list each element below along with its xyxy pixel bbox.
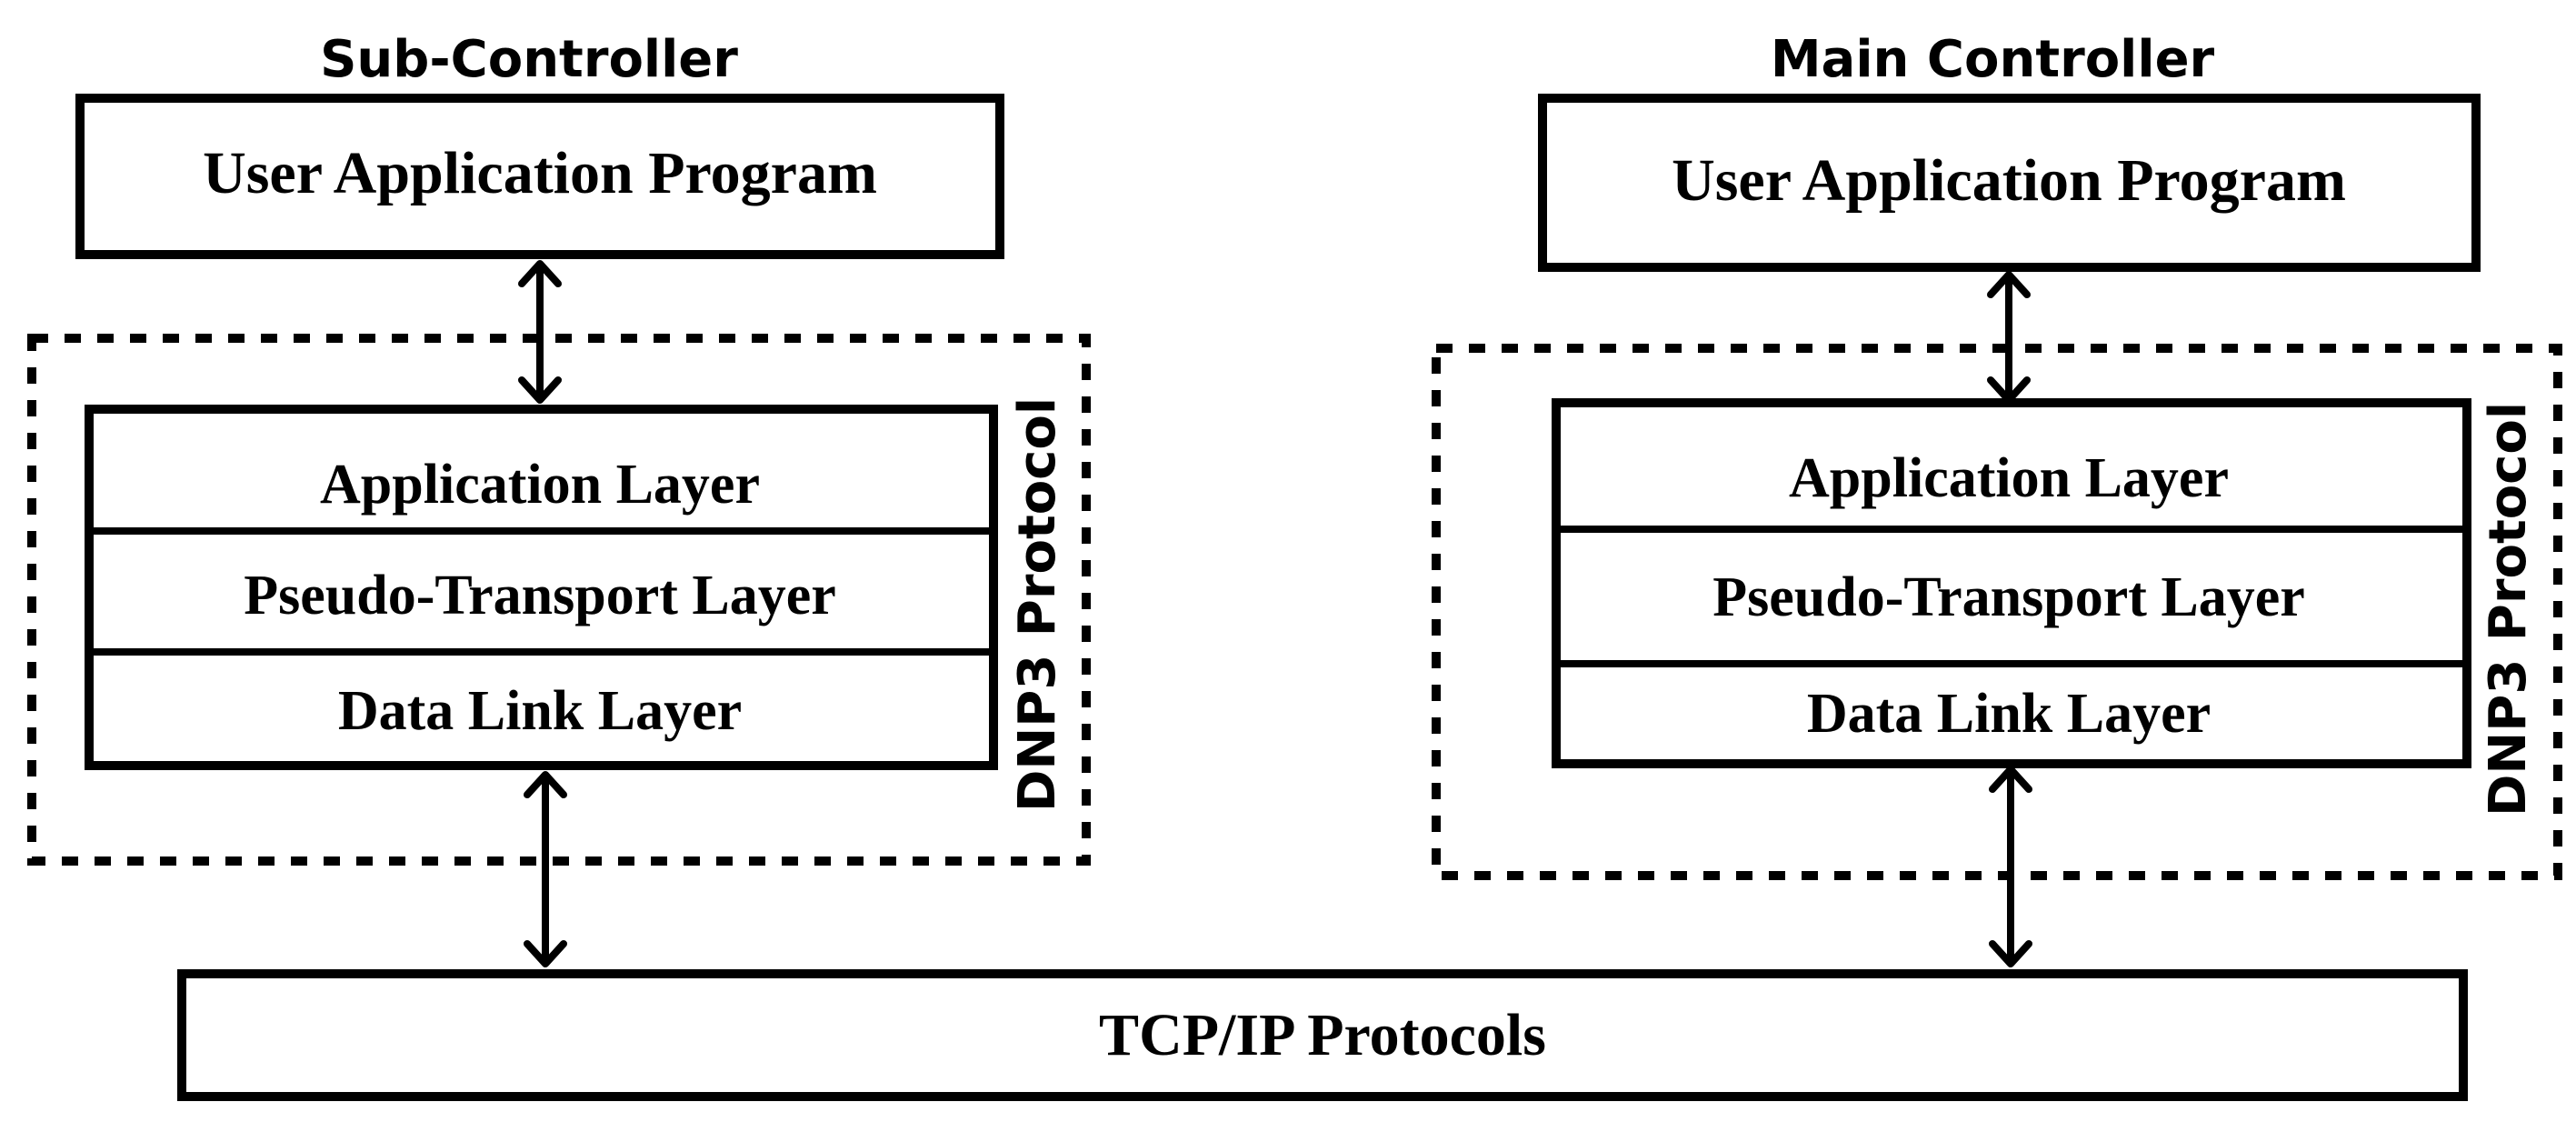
main-controller-user-app-label: User Application Program: [1672, 147, 2346, 214]
sub-controller-title: Sub-Controller: [320, 30, 738, 89]
main-controller-application-layer: Application Layer: [1789, 447, 2229, 509]
main-controller-dnp3-boundary: [1432, 344, 2562, 880]
sub-controller-dnp3-label: DNP3 Protocol: [1008, 397, 1067, 812]
sub-controller-upper-arrow: [518, 260, 562, 404]
main-controller-group: Main Controller User Application Program…: [1432, 30, 2562, 967]
sub-controller-user-app-label: User Application Program: [203, 140, 877, 206]
main-controller-user-app-box: [1538, 94, 2481, 272]
sub-controller-group: Sub-Controller User Application Program …: [27, 30, 1091, 967]
sub-controller-data-link-layer: Data Link Layer: [338, 680, 742, 742]
main-controller-pseudo-transport-layer: Pseudo-Transport Layer: [1712, 566, 2305, 628]
sub-controller-layer-stack: [85, 405, 998, 770]
main-controller-layer-stack: [1552, 398, 2471, 768]
sub-controller-user-app-box: [75, 94, 1004, 259]
sub-controller-application-layer: Application Layer: [320, 454, 760, 516]
main-controller-title: Main Controller: [1771, 30, 2215, 89]
sub-controller-lower-arrow: [524, 771, 567, 967]
tcp-ip-protocols-label: TCP/IP Protocols: [1099, 1002, 1546, 1068]
main-controller-lower-arrow: [1989, 766, 2032, 967]
sub-controller-dnp3-boundary: [27, 334, 1091, 866]
main-controller-upper-arrow: [1987, 271, 2031, 404]
main-controller-dnp3-label: DNP3 Protocol: [2479, 402, 2538, 816]
main-controller-data-link-layer: Data Link Layer: [1807, 683, 2211, 745]
tcp-ip-protocols-box: [177, 969, 2468, 1101]
sub-controller-pseudo-transport-layer: Pseudo-Transport Layer: [244, 565, 836, 626]
tcp-ip-group: TCP/IP Protocols: [177, 969, 2468, 1101]
